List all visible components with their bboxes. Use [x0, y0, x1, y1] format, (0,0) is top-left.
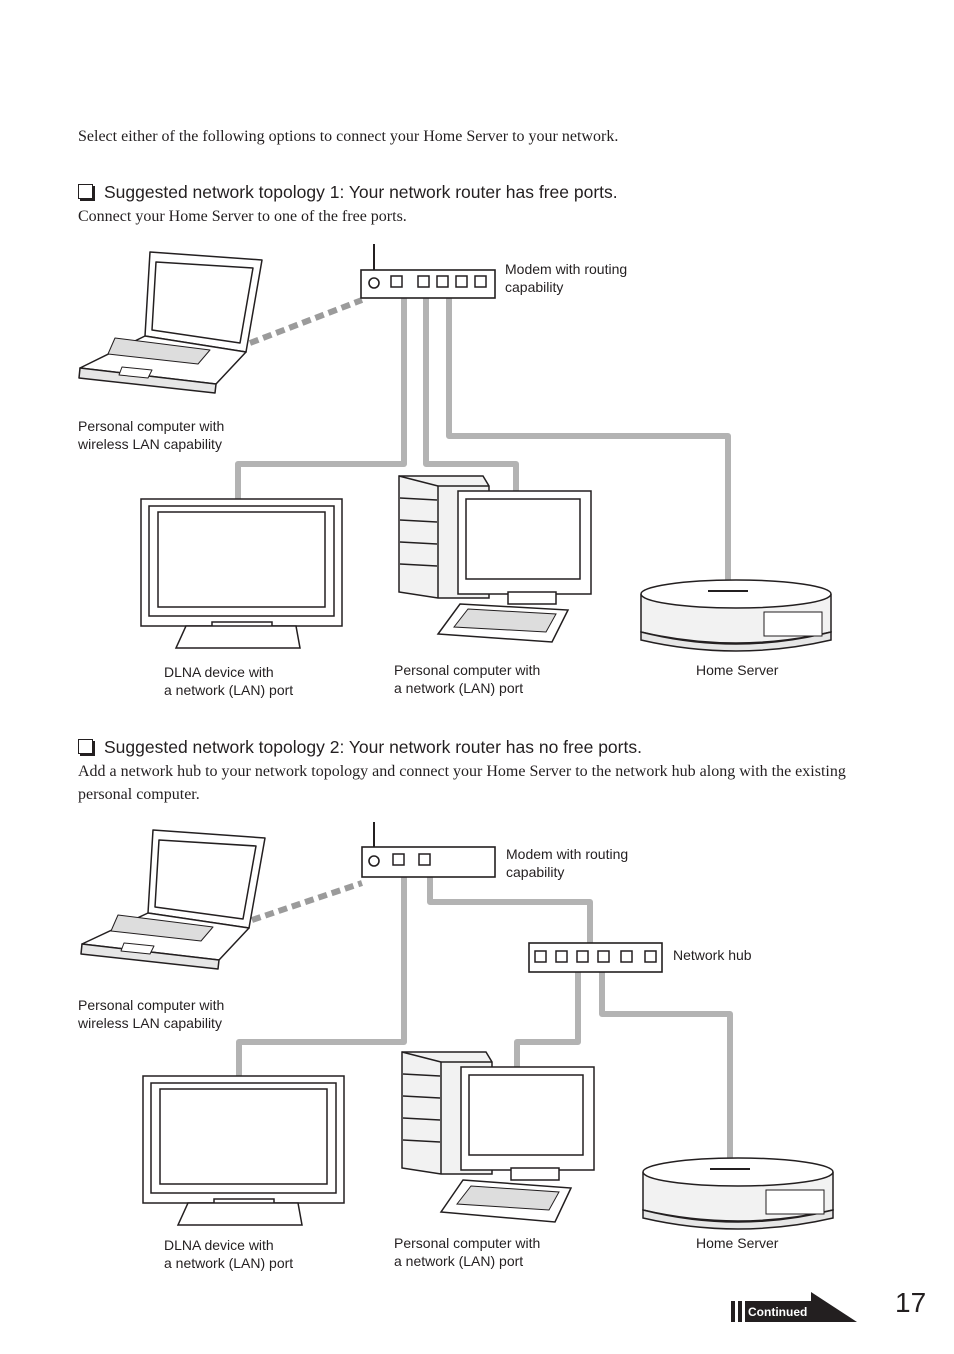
cable-router-to-server — [446, 298, 731, 588]
laptop-label-2: wireless LAN capability — [77, 1015, 222, 1031]
topology-1-diagram: Modem with routing capability Personal c… — [77, 244, 832, 698]
router-label-2: capability — [506, 864, 564, 880]
dlna-label-2: a network (LAN) port — [164, 682, 293, 698]
cable-router-to-dlna — [235, 298, 407, 500]
home-server-icon — [640, 579, 832, 652]
topology-1-description: Connect your Home Server to one of the f… — [78, 208, 407, 225]
home-server-icon — [642, 1157, 834, 1230]
laptop-icon — [78, 251, 263, 394]
dlna-label-1: DLNA device with — [164, 1237, 274, 1253]
laptop-label-1: Personal computer with — [78, 418, 224, 434]
laptop-label-2: wireless LAN capability — [77, 436, 222, 452]
server-label: Home Server — [696, 662, 779, 678]
continued-label: Continued — [748, 1305, 808, 1319]
dlna-tv-icon — [142, 1075, 345, 1226]
router-label-1: Modem with routing — [506, 846, 628, 862]
dlna-label-2: a network (LAN) port — [164, 1255, 293, 1271]
topology-2-heading: Suggested network topology 2: Your netwo… — [78, 736, 898, 758]
checkbox-bullet-icon — [78, 184, 93, 199]
cable-hub-to-desktop — [514, 972, 581, 1070]
page-number: 17 — [895, 1287, 927, 1318]
desktop-label-1: Personal computer with — [394, 662, 540, 678]
cable-hub-to-server — [599, 972, 733, 1163]
wireless-link — [248, 297, 364, 346]
dlna-label-1: DLNA device with — [164, 664, 274, 680]
desktop-label-2: a network (LAN) port — [394, 680, 523, 696]
router-label-1: Modem with routing — [505, 261, 627, 277]
topology-2-diagram: Modem with routing capability Network hu… — [77, 822, 834, 1271]
topology-2-description: Add a network hub to your network topolo… — [78, 763, 846, 803]
desktop-label-2: a network (LAN) port — [394, 1253, 523, 1269]
intro-text: Select either of the following options t… — [78, 128, 619, 145]
laptop-label-1: Personal computer with — [78, 997, 224, 1013]
desktop-pc-icon — [401, 1051, 595, 1223]
continued-marker — [731, 1292, 857, 1322]
router-label-2: capability — [505, 279, 563, 295]
hub-label: Network hub — [673, 947, 752, 963]
cable-router-to-desktop — [423, 298, 519, 492]
topology-2-heading-text: Suggested network topology 2: Your netwo… — [104, 737, 642, 757]
wireless-link — [251, 880, 363, 923]
laptop-icon — [80, 829, 266, 970]
topology-1-heading: Suggested network topology 1: Your netwo… — [78, 181, 898, 203]
cable-router-to-hub — [427, 877, 593, 943]
router-icon — [360, 244, 496, 299]
topology-1-heading-text: Suggested network topology 1: Your netwo… — [104, 182, 618, 202]
network-hub-icon — [528, 942, 663, 973]
server-label: Home Server — [696, 1235, 779, 1251]
checkbox-bullet-icon — [78, 739, 93, 754]
desktop-label-1: Personal computer with — [394, 1235, 540, 1251]
dlna-tv-icon — [140, 498, 343, 649]
desktop-pc-icon — [398, 475, 592, 643]
router-icon — [361, 822, 496, 878]
cable-router-to-dlna — [236, 877, 407, 1076]
